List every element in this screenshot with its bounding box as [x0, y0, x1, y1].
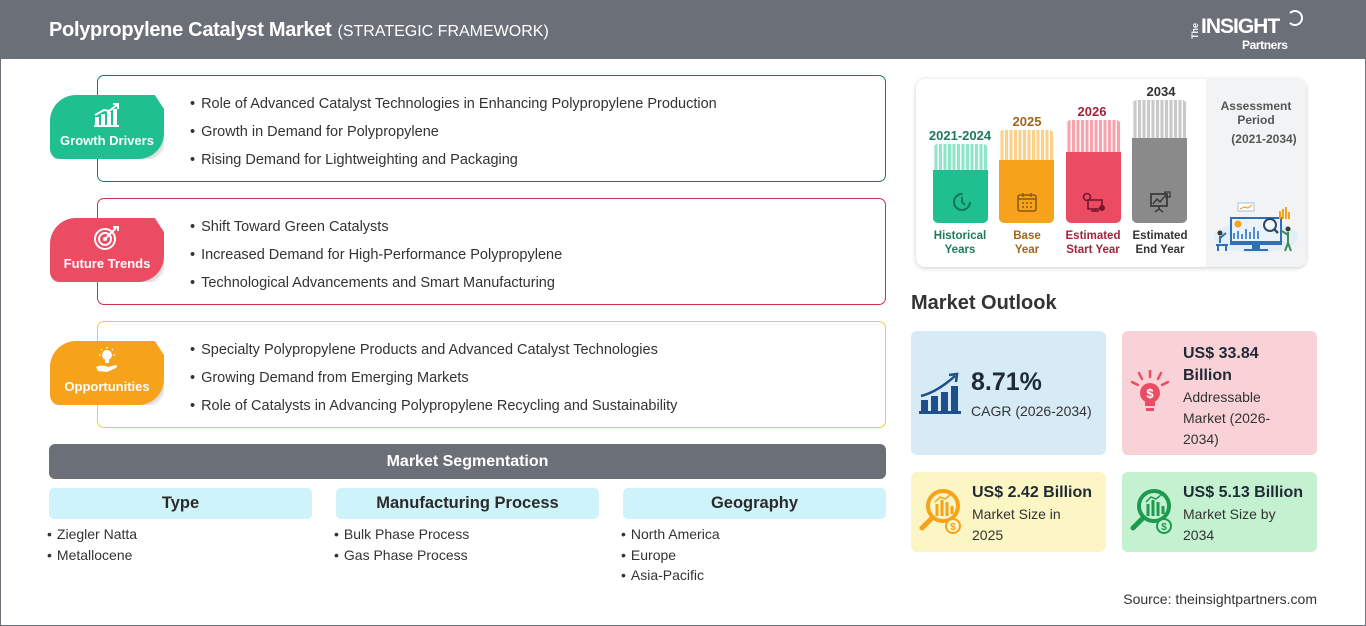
- assessment-period-range: (2021-2034): [1231, 132, 1297, 146]
- svg-text:$: $: [1161, 522, 1167, 533]
- segment-type-head: Type: [49, 488, 312, 519]
- header-bar: Polypropylene Catalyst Market(STRATEGIC …: [0, 0, 1366, 59]
- market-segmentation-header: Market Segmentation: [49, 444, 886, 479]
- list-item: Increased Demand for High-Performance Po…: [190, 241, 562, 269]
- list-item: Growth in Demand for Polypropylene: [190, 118, 717, 146]
- market-size-magnifier-icon: $: [917, 484, 967, 540]
- growth-drivers-label: Growth Drivers: [60, 133, 154, 148]
- market-outlook-title: Market Outlook: [911, 292, 1057, 314]
- timeline-bar-start: [1066, 120, 1121, 223]
- list-item: Bulk Phase Process: [334, 524, 599, 545]
- segment-geography: Geography North America Europe Asia-Paci…: [623, 488, 886, 586]
- segment-manufacturing-process-head: Manufacturing Process: [336, 488, 599, 519]
- source-link[interactable]: Source: theinsightpartners.com: [1123, 591, 1317, 607]
- cagr-label: CAGR (2026-2034): [971, 403, 1092, 419]
- list-item: Europe: [621, 545, 886, 566]
- list-item: Asia-Pacific: [621, 565, 886, 586]
- future-trends-badge: Future Trends: [50, 218, 164, 282]
- list-item: Gas Phase Process: [334, 545, 599, 566]
- logo-insight: INSIGHT: [1201, 15, 1280, 38]
- timeline-year-base: 2025: [1012, 114, 1042, 129]
- segment-geography-head: Geography: [623, 488, 886, 519]
- segment-manufacturing-process: Manufacturing Process Bulk Phase Process…: [336, 488, 599, 565]
- history-icon: [933, 189, 988, 215]
- dollar-lightbulb-icon: $: [1128, 369, 1172, 417]
- list-item: Role of Advanced Catalyst Technologies i…: [190, 90, 717, 118]
- market-size-2025-value: US$ 2.42 Billion: [972, 484, 1093, 501]
- future-trends-list: Shift Toward Green Catalysts Increased D…: [190, 213, 562, 297]
- cagr-value: 8.71%: [971, 368, 1042, 396]
- svg-text:$: $: [950, 522, 956, 533]
- timeline-bar-base: [999, 130, 1054, 223]
- opportunities-panel: Specialty Polypropylene Products and Adv…: [97, 321, 886, 428]
- list-item: Role of Catalysts in Advancing Polypropy…: [190, 392, 677, 420]
- timeline-bar-historical: [933, 144, 988, 223]
- growth-drivers-badge: Growth Drivers: [50, 95, 164, 159]
- growth-chart-icon: [50, 102, 164, 128]
- list-item: Specialty Polypropylene Products and Adv…: [190, 336, 677, 364]
- page-title: Polypropylene Catalyst Market(STRATEGIC …: [49, 19, 549, 41]
- insight-partners-logo[interactable]: The INSIGHT Partners: [1190, 9, 1310, 53]
- opportunities-list: Specialty Polypropylene Products and Adv…: [190, 336, 677, 420]
- timeline-year-start: 2026: [1077, 104, 1107, 119]
- analytics-illustration-icon: [1210, 197, 1302, 260]
- logo-the: The: [1190, 22, 1200, 39]
- list-item: Growing Demand from Emerging Markets: [190, 364, 677, 392]
- list-item: Ziegler Natta: [47, 524, 312, 545]
- growth-drivers-panel: Role of Advanced Catalyst Technologies i…: [97, 75, 886, 182]
- market-size-2034-value: US$ 5.13 Billion: [1183, 484, 1304, 501]
- segment-type-list: Ziegler Natta Metallocene: [47, 524, 312, 565]
- opportunities-badge: Opportunities: [50, 341, 164, 405]
- future-trends-label: Future Trends: [63, 256, 151, 271]
- timeline-bar-end: [1132, 100, 1187, 223]
- page-subtitle: (STRATEGIC FRAMEWORK): [337, 23, 549, 40]
- list-item: Technological Advancements and Smart Man…: [190, 269, 562, 297]
- segment-type: Type Ziegler Natta Metallocene: [49, 488, 312, 565]
- list-item: Shift Toward Green Catalysts: [190, 213, 562, 241]
- logo-partners: Partners: [1242, 38, 1288, 52]
- segment-manufacturing-process-list: Bulk Phase Process Gas Phase Process: [334, 524, 599, 565]
- list-item: Metallocene: [47, 545, 312, 566]
- timeline-year-end: 2034: [1146, 84, 1176, 99]
- opportunities-label: Opportunities: [64, 379, 150, 394]
- timeline-year-historical: 2021-2024: [928, 128, 992, 143]
- list-item: North America: [621, 524, 886, 545]
- list-item: Rising Demand for Lightweighting and Pac…: [190, 146, 717, 174]
- growth-chart-icon: [919, 371, 963, 415]
- growth-drivers-list: Role of Advanced Catalyst Technologies i…: [190, 90, 717, 174]
- target-icon: [50, 225, 164, 251]
- market-size-magnifier-icon: $: [1128, 484, 1178, 540]
- svg-text:$: $: [1146, 386, 1154, 401]
- future-trends-panel: Shift Toward Green Catalysts Increased D…: [97, 198, 886, 305]
- segment-geography-list: North America Europe Asia-Pacific: [621, 524, 886, 586]
- monitor-settings-icon: [1066, 189, 1121, 215]
- lightbulb-hand-icon: [50, 347, 164, 374]
- presentation-board-icon: [1132, 189, 1187, 215]
- cagr-card: 8.71% CAGR (2026-2034): [911, 331, 1106, 455]
- calendar-icon: [999, 189, 1054, 215]
- logo-ring-icon: [1287, 10, 1303, 26]
